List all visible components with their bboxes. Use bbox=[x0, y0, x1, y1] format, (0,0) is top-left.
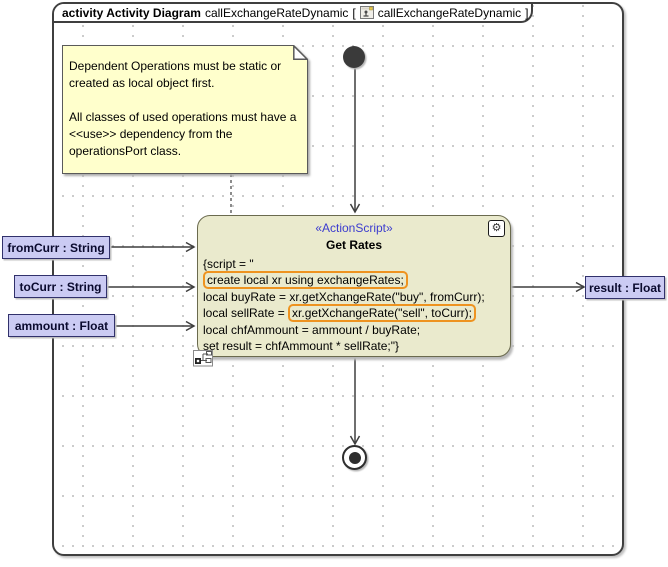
highlight-box: create local xr using exchangeRates; bbox=[203, 271, 408, 290]
highlight-box: xr.getXchangeRate("sell", toCurr); bbox=[288, 304, 476, 323]
final-node-inner bbox=[348, 451, 361, 464]
diagram-name: callExchangeRateDynamic bbox=[204, 5, 349, 20]
input-pin-fromcurr[interactable]: fromCurr : String bbox=[2, 236, 110, 259]
input-pin-tocurr[interactable]: toCurr : String bbox=[14, 275, 107, 298]
output-pin-result[interactable]: result : Float bbox=[585, 276, 665, 299]
script-line: {script = " bbox=[203, 257, 254, 271]
action-stereotype: «ActionScript» bbox=[315, 221, 393, 235]
pin-label: fromCurr : String bbox=[7, 240, 105, 255]
action-script: {script = " create local xr using exchan… bbox=[198, 253, 510, 354]
bracket-open: [ bbox=[352, 5, 356, 20]
diagram-title-bar: activity Activity Diagram callExchangeRa… bbox=[54, 4, 533, 23]
script-line: set result = chfAmmount * sellRate;"} bbox=[203, 339, 400, 354]
pin-label: ammount : Float bbox=[14, 318, 109, 333]
script-line: create local xr using exchangeRates; bbox=[203, 271, 506, 290]
note-fold-icon bbox=[293, 45, 308, 60]
action-name: Get Rates bbox=[325, 238, 383, 252]
pin-label: toCurr : String bbox=[19, 279, 102, 294]
initial-node[interactable] bbox=[343, 46, 365, 68]
pin-label: result : Float bbox=[588, 280, 661, 295]
bracket-close: ] bbox=[525, 5, 529, 20]
final-node[interactable] bbox=[342, 445, 367, 470]
note-paragraph: All classes of used operations must have… bbox=[69, 110, 297, 158]
subdiagram-icon[interactable] bbox=[193, 350, 213, 370]
script-line: local buyRate = xr.getXchangeRate("buy",… bbox=[203, 289, 485, 304]
script-line: local chfAmmount = ammount / buyRate; bbox=[203, 322, 421, 337]
diagram-ref: callExchangeRateDynamic bbox=[377, 5, 522, 20]
note-body: Dependent Operations must be static or c… bbox=[62, 45, 308, 174]
diagram-kind-label: activity Activity Diagram bbox=[62, 5, 201, 20]
note[interactable]: Dependent Operations must be static or c… bbox=[62, 45, 308, 174]
gear-icon: ⚙ bbox=[488, 220, 505, 237]
action-get-rates[interactable]: «ActionScript» Get Rates {script = " cre… bbox=[193, 215, 511, 367]
input-pin-ammount[interactable]: ammount : Float bbox=[8, 314, 115, 337]
note-paragraph: Dependent Operations must be static or c… bbox=[69, 59, 282, 90]
script-line: local sellRate = xr.getXchangeRate("sell… bbox=[203, 304, 506, 323]
activity-diagram-icon bbox=[359, 6, 374, 19]
